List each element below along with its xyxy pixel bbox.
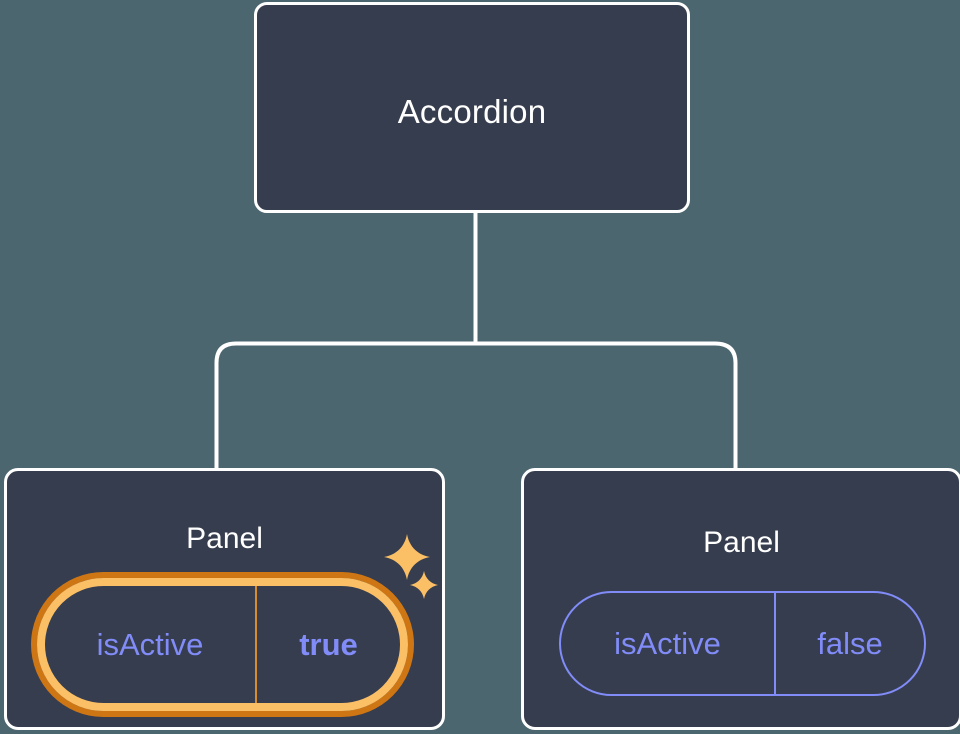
node-accordion-title: Accordion [397, 93, 547, 130]
prop-value-label: true [299, 626, 358, 662]
prop-key-label: isActive [45, 586, 257, 703]
sparkle-large-icon [384, 534, 430, 580]
node-accordion[interactable]: Accordion [254, 2, 690, 213]
node-panel-active[interactable]: Panel isActive true [4, 468, 445, 730]
sparkle-small-icon [410, 571, 438, 599]
prop-pill-isactive-true[interactable]: isActive true [37, 578, 408, 711]
prop-value-label: false [817, 625, 883, 661]
connector-child-bus [214, 341, 738, 470]
prop-key-label: isActive [561, 593, 776, 694]
prop-pill-isactive-false[interactable]: isActive false [559, 591, 926, 696]
node-panel-inactive-title: Panel [703, 526, 780, 559]
node-panel-active-title: Panel [186, 522, 263, 555]
node-panel-inactive[interactable]: Panel isActive false [521, 468, 960, 730]
